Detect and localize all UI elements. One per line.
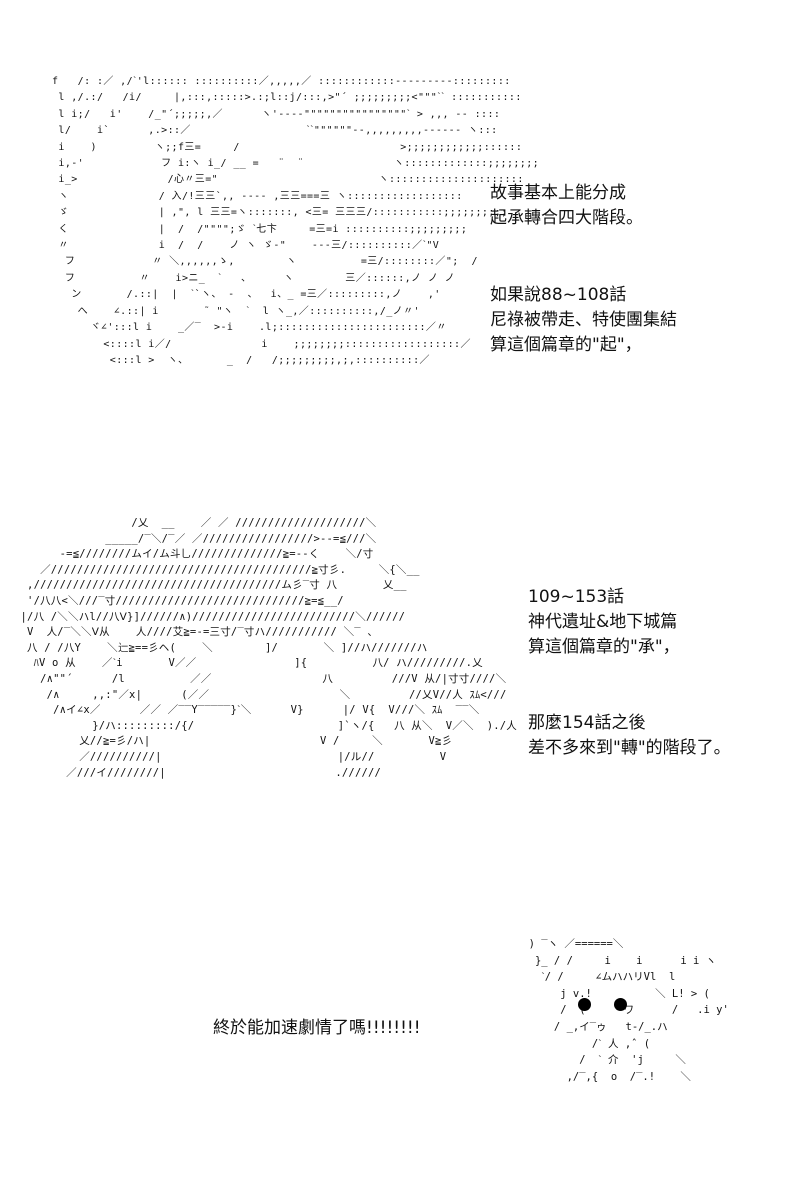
caption-line: 如果說88~108話 — [490, 285, 627, 305]
left-eye-icon — [578, 998, 591, 1011]
caption-line: 尼祿被帶走、特使團集結 — [490, 310, 677, 330]
caption-line: 差不多來到"轉"的階段了。 — [528, 738, 731, 758]
caption-line: 算這個篇章的"承"， — [528, 637, 680, 657]
right-eye-icon — [614, 998, 627, 1011]
caption-speed-up: 終於能加速劇情了嗎!!!!!!!! — [213, 1016, 421, 1041]
ascii-art-dragon-body: /乂 __ ／ ／ ////////////////////＼ _____/‾＼… — [20, 517, 517, 779]
caption-line: 109~153話 — [528, 587, 625, 607]
ascii-art-small-character: ) ‾ヽ ／======＼ }_ / / i i i i ヽ ˋ/ / ∠ムハハ… — [528, 938, 729, 1083]
caption-line: 終於能加速劇情了嗎!!!!!!!! — [213, 1018, 421, 1038]
caption-line: 故事基本上能分成 — [490, 183, 626, 203]
caption-line: 神代遺址&地下城篇 — [528, 612, 678, 632]
caption-line: 起承轉合四大階段。 — [490, 208, 643, 228]
caption-arc-sho: 109~153話 神代遺址&地下城篇 算這個篇章的"承"， — [528, 585, 680, 660]
caption-line: 算這個篇章的"起"， — [490, 335, 642, 355]
ascii-art-dragon-face: f /: :／ ,/ˋ'l:::::: ::::::::::／,,,,,／ ::… — [52, 76, 540, 366]
caption-line: 那麼154話之後 — [528, 713, 646, 733]
caption-story-structure: 故事基本上能分成 起承轉合四大階段。 — [490, 181, 643, 231]
caption-arc-ten: 那麼154話之後 差不多來到"轉"的階段了。 — [528, 711, 731, 761]
caption-arc-ki: 如果說88~108話 尼祿被帶走、特使團集結 算這個篇章的"起"， — [490, 283, 677, 358]
